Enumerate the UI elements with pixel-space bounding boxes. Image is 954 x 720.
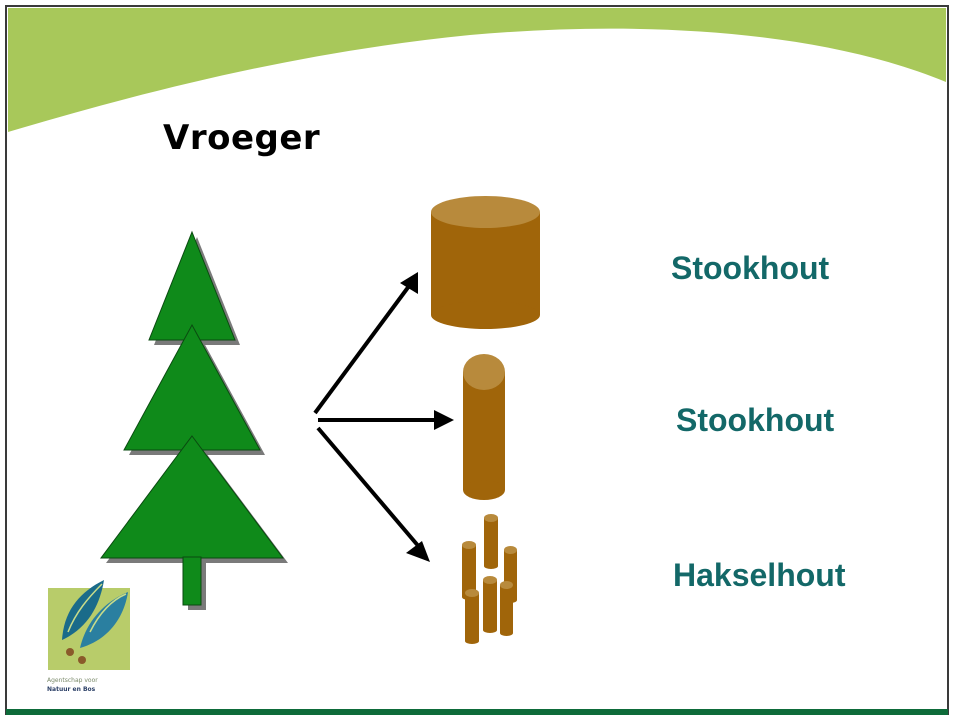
- wood-chips-icon: [462, 514, 517, 644]
- product-label-fuelwood-chunk: Stookhout: [671, 250, 830, 286]
- arrow-middle: [318, 410, 454, 430]
- log-chunk-icon: [431, 196, 540, 329]
- product-label-wood-chips: Hakselhout: [673, 557, 846, 593]
- pine-tree-icon: [100, 230, 288, 610]
- log-pole-icon: [463, 354, 505, 500]
- logo-icon: [48, 580, 130, 670]
- header-banner: [8, 8, 946, 132]
- arrow-up: [313, 272, 418, 415]
- arrow-down: [316, 426, 430, 562]
- product-label-fuelwood-pole: Stookhout: [676, 402, 835, 438]
- footer-bar: [6, 709, 948, 715]
- logo-text-line1: Agentschap voor: [47, 677, 98, 684]
- slide-title: Vroeger: [163, 118, 321, 158]
- logo-text-line2: Natuur en Bos: [47, 686, 96, 693]
